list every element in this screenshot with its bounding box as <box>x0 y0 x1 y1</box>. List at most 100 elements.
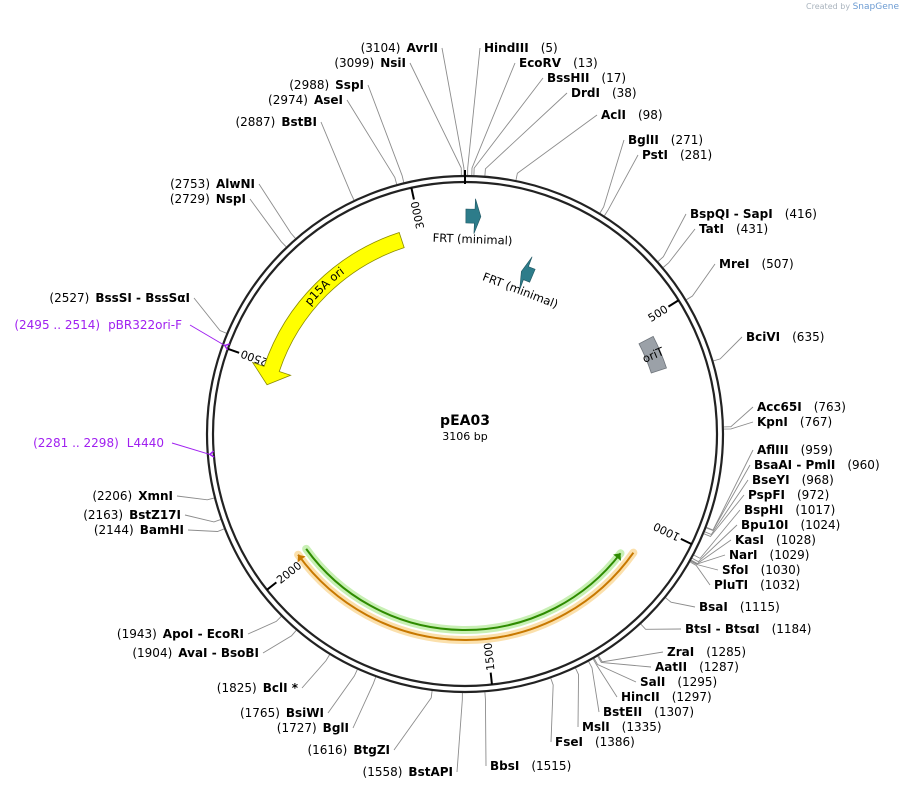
site-label-bbsi[interactable]: BbsI(1515) <box>490 759 571 773</box>
leader-lines <box>176 47 754 773</box>
feature-orange-arrowhead <box>297 554 306 563</box>
site-enzyme-name: - BtsαI <box>712 622 760 636</box>
site-label-zrai[interactable]: ZraI(1285) <box>667 645 746 659</box>
site-label-sspi[interactable]: (2988)SspI <box>289 78 364 92</box>
site-label-xmni[interactable]: (2206)XmnI <box>92 489 173 503</box>
site-label-apoi[interactable]: (1943)ApoI - EcoRI <box>117 627 244 641</box>
site-label-bsai[interactable]: BsaI(1115) <box>699 600 780 614</box>
site-label-kpni[interactable]: KpnI(767) <box>757 415 832 429</box>
tick-label-3000: 3000 <box>408 200 427 230</box>
site-label-nspi[interactable]: (2729)NspI <box>170 192 246 206</box>
site-label-alwni[interactable]: (2753)AlwNI <box>170 177 255 191</box>
leader-line <box>393 690 433 751</box>
leader-line <box>665 597 696 608</box>
site-label-sfoi[interactable]: SfoI(1030) <box>722 563 800 577</box>
site-label-bpu10i[interactable]: Bpu10I(1024) <box>741 518 840 532</box>
site-label-hindiii[interactable]: HindIII(5) <box>484 41 558 55</box>
site-label-bstz17i[interactable]: (2163)BstZ17I <box>83 508 181 522</box>
site-enzyme-name: BamHI <box>140 523 184 537</box>
site-label-bcivi[interactable]: BciVI(635) <box>746 330 824 344</box>
site-label-bcli[interactable]: (1825)BclI * <box>217 681 299 695</box>
site-label-drdi[interactable]: DrdI(38) <box>571 86 637 100</box>
site-enzyme-name: BciVI <box>746 330 780 344</box>
leader-line <box>184 514 221 523</box>
site-label-pspfi[interactable]: PspFI(972) <box>748 488 829 502</box>
site-label-bsaai[interactable]: BsaAI - PmlI(960) <box>754 458 880 472</box>
site-label-acli[interactable]: AclI(98) <box>601 108 663 122</box>
site-label-msli[interactable]: MslI(1335) <box>582 720 662 734</box>
leader-line <box>706 464 751 532</box>
primer-range: (2495 .. 2514) <box>14 318 100 332</box>
site-position: (1904) <box>132 646 172 660</box>
site-position: (1558) <box>363 765 403 779</box>
leader-line <box>599 139 625 214</box>
site-label-bsteii[interactable]: BstEII(1307) <box>603 705 694 719</box>
leader-line <box>352 676 377 729</box>
site-label-btsi[interactable]: BtsI - BtsαI(1184) <box>685 622 811 636</box>
feature-frt-arrow-2[interactable] <box>519 256 536 290</box>
site-enzyme-name: PspFI <box>748 488 785 502</box>
site-label-fsei[interactable]: FseI(1386) <box>555 735 635 749</box>
site-label-bseyi[interactable]: BseYI(968) <box>752 473 834 487</box>
site-label-bgli[interactable]: (1727)BglI <box>277 721 349 735</box>
site-position: (13) <box>573 56 598 70</box>
site-label-bsiwi[interactable]: (1765)BsiWI <box>240 706 324 720</box>
site-label-nari[interactable]: NarI(1029) <box>729 548 809 562</box>
site-position: (1943) <box>117 627 157 641</box>
site-enzyme-name: HincII <box>621 690 660 704</box>
site-label-avrii[interactable]: (3104)AvrII <box>361 41 438 55</box>
site-label-bglii[interactable]: BglII(271) <box>628 133 703 147</box>
tick-label-500: 500 <box>646 303 671 325</box>
site-label-psti[interactable]: PstI(281) <box>642 148 712 162</box>
site-label-sali[interactable]: SalI(1295) <box>640 675 717 689</box>
site-label-avai[interactable]: (1904)AvaI - BsoBI <box>132 646 259 660</box>
leader-line <box>193 297 227 334</box>
site-label-afliii[interactable]: AflIII(959) <box>757 443 833 457</box>
site-enzyme-name: BspQI <box>690 207 730 221</box>
feature-frt-arrow-1[interactable] <box>465 198 482 234</box>
site-label-aatii[interactable]: AatII(1287) <box>655 660 739 674</box>
site-label-kasi[interactable]: KasI(1028) <box>735 533 816 547</box>
site-enzyme-name: XmnI <box>138 489 173 503</box>
leader-line <box>301 654 330 689</box>
site-label-tati[interactable]: TatI(431) <box>699 222 768 236</box>
site-position: (416) <box>785 207 817 221</box>
leader-line <box>598 651 664 663</box>
leader-line <box>367 84 405 183</box>
site-label-ecorv[interactable]: EcoRV (13) <box>519 56 598 70</box>
site-label-nsii[interactable]: (3099)NsiI <box>334 56 406 70</box>
leader-line <box>597 656 652 668</box>
site-enzyme-name: NarI <box>729 548 758 562</box>
leader-line <box>515 114 598 181</box>
site-label-mrei[interactable]: MreI(507) <box>719 257 794 271</box>
primer-label-pbr322ori-f[interactable]: (2495 .. 2514)pBR322ori-F <box>14 318 182 332</box>
site-position: (767) <box>800 415 832 429</box>
site-enzyme-name: BglI <box>323 721 349 735</box>
site-label-bstapi[interactable]: (1558)BstAPI <box>363 765 453 779</box>
site-label-bspqi[interactable]: BspQI - SapI(416) <box>690 207 817 221</box>
site-enzyme-name: AatII <box>655 660 687 674</box>
site-label-bsssi[interactable]: (2527)BssSI - BssSαI <box>49 291 190 305</box>
site-label-hincii[interactable]: HincII (1297) <box>621 690 712 704</box>
site-label-bsphi[interactable]: BspHI(1017) <box>744 503 835 517</box>
primer-range: (2281 .. 2298) <box>33 436 119 450</box>
site-label-bstbi[interactable]: (2887)BstBI <box>235 115 317 129</box>
feature-green-arc[interactable] <box>305 548 622 631</box>
site-label-asei[interactable]: (2974)AseI <box>268 93 343 107</box>
feature-orit-box[interactable] <box>638 335 667 374</box>
site-enzyme-name: EcoRV <box>519 56 562 70</box>
feature-p15a-ori-arrow[interactable] <box>251 231 405 386</box>
site-position: (271) <box>671 133 703 147</box>
primer-label-l4440[interactable]: (2281 .. 2298)L4440 <box>33 436 164 450</box>
site-label-bsshii[interactable]: BssHII(17) <box>547 71 626 85</box>
site-label-bamhi[interactable]: (2144)BamHI <box>94 523 184 537</box>
site-label-acc65i[interactable]: Acc65I(763) <box>757 400 846 414</box>
site-enzyme-name: ZraI <box>667 645 694 659</box>
site-position: (1297) <box>672 690 712 704</box>
site-position: (2527) <box>49 291 89 305</box>
site-label-pluti[interactable]: PluTI(1032) <box>714 578 800 592</box>
site-position: (2753) <box>170 177 210 191</box>
site-enzyme-name: - EcoRI <box>193 627 244 641</box>
feature-orange-arc[interactable] <box>297 552 635 641</box>
site-label-btgzi[interactable]: (1616)BtgZI <box>307 743 390 757</box>
